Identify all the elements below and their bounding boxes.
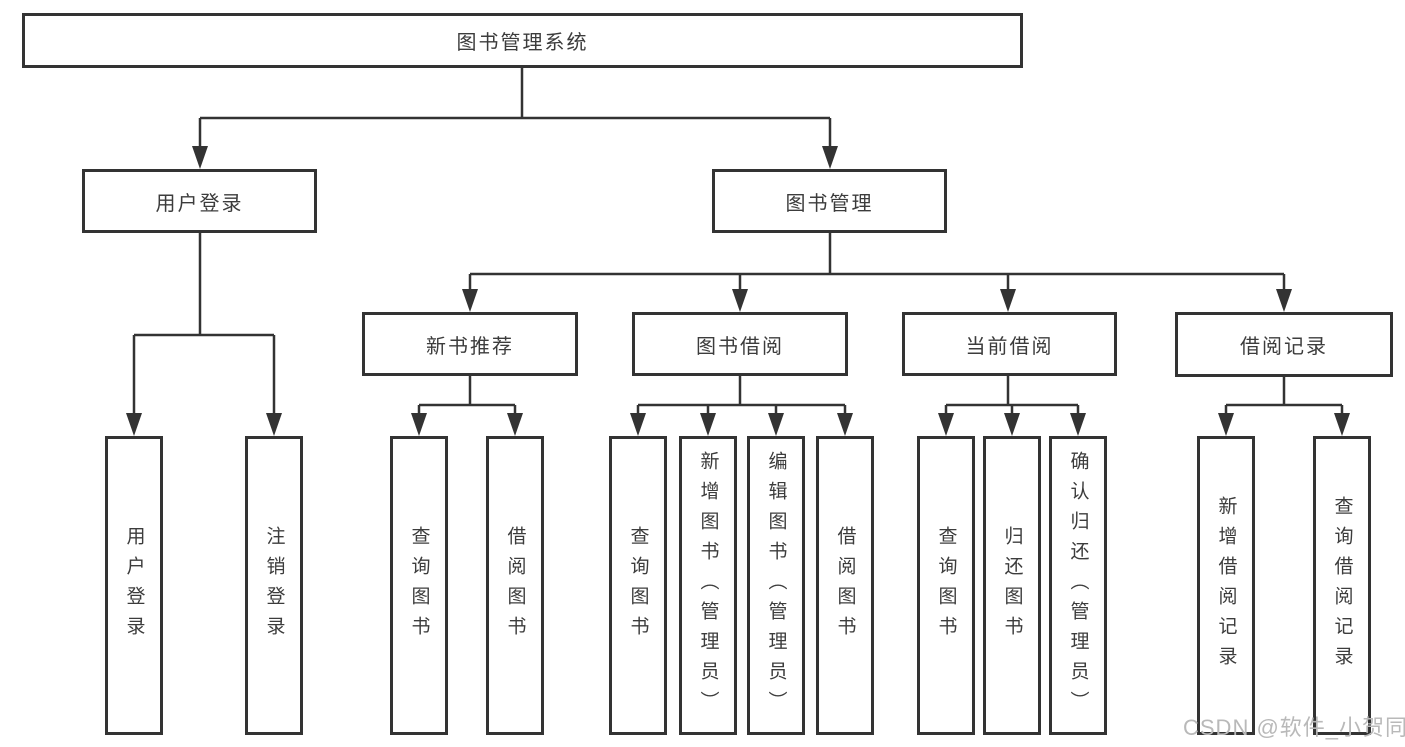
leaf-query-books-current: 查询图书 [917,436,975,735]
leaf-borrow-books-recommend: 借阅图书 [486,436,544,735]
leaf-return-books: 归还图书 [983,436,1041,735]
leaf-add-borrow-record: 新增借阅记录 [1197,436,1255,735]
arrowhead [1070,413,1086,436]
node-root-system: 图书管理系统 [22,13,1023,68]
leaf-query-books-recommend: 查询图书 [390,436,448,735]
arrowhead [1218,413,1234,436]
node-borrowing-records: 借阅记录 [1175,312,1393,377]
node-user-login: 用户登录 [82,169,317,233]
leaf-confirm-return-admin: 确认归还（管理员） [1049,436,1107,735]
arrowhead [507,413,523,436]
arrowhead [822,146,838,169]
csdn-watermark: CSDN @软件_小贺同学 [1183,715,1405,740]
node-current-borrowing: 当前借阅 [902,312,1117,376]
arrowhead [1276,289,1292,312]
arrowhead [462,289,478,312]
arrowhead [732,289,748,312]
arrowhead [126,413,142,436]
node-new-book-recommend: 新书推荐 [362,312,578,376]
leaf-user-login: 用户登录 [105,436,163,735]
arrowhead [938,413,954,436]
leaf-logout: 注销登录 [245,436,303,735]
node-book-management: 图书管理 [712,169,947,233]
arrowhead [1334,413,1350,436]
arrowhead [266,413,282,436]
arrowhead [1000,289,1016,312]
leaf-edit-books-admin: 编辑图书（管理员） [747,436,805,735]
arrowhead [411,413,427,436]
arrowhead [192,146,208,169]
leaf-borrow-books-borrowing: 借阅图书 [816,436,874,735]
leaf-query-borrow-record: 查询借阅记录 [1313,436,1371,735]
leaf-query-books-borrowing: 查询图书 [609,436,667,735]
arrowhead [837,413,853,436]
node-book-borrowing: 图书借阅 [632,312,848,376]
arrowhead [630,413,646,436]
arrowhead [1004,413,1020,436]
leaf-add-books-admin: 新增图书（管理员） [679,436,737,735]
arrowhead [700,413,716,436]
arrowhead [768,413,784,436]
